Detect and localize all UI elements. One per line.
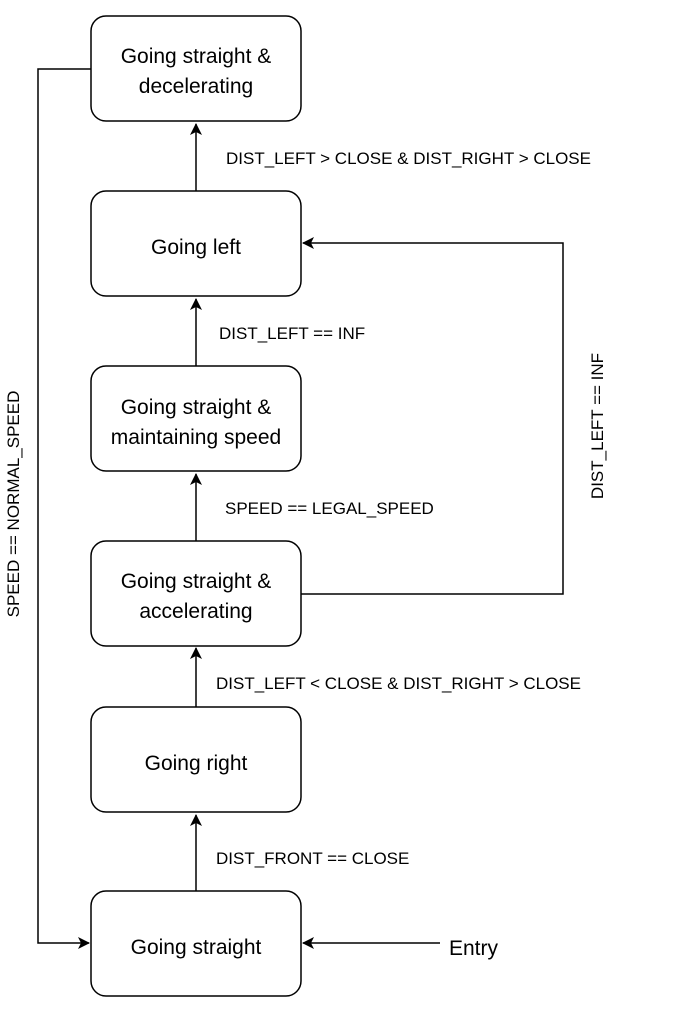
state-label: Going left [151, 236, 241, 259]
state-going-straight-maintaining-speed: Going straight & maintaining speed [90, 365, 302, 472]
state-label-line1: Going straight & [121, 45, 272, 68]
transition-label-decelerating-to-straight: SPEED == NORMAL_SPEED [4, 391, 23, 618]
edge-accelerating-to-left [301, 237, 564, 595]
transition-label-accelerating-to-left: DIST_LEFT == INF [588, 353, 607, 499]
transition-label-accelerating-to-maintaining: SPEED == LEGAL_SPEED [225, 499, 434, 518]
state-going-straight-decelerating: Going straight & decelerating [90, 15, 302, 122]
state-label: Going right [145, 752, 248, 775]
transition-label-right-to-accelerating: DIST_LEFT < CLOSE & DIST_RIGHT > CLOSE [216, 674, 581, 693]
state-label-line2: accelerating [139, 600, 252, 623]
state-label-line2: decelerating [139, 75, 253, 98]
edge-decelerating-to-straight [37, 68, 91, 949]
transition-label-straight-to-right: DIST_FRONT == CLOSE [216, 849, 409, 868]
state-going-straight-accelerating: Going straight & accelerating [90, 540, 302, 647]
state-going-left: Going left [90, 190, 302, 297]
state-going-right: Going right [90, 706, 302, 813]
state-going-straight: Going straight [90, 890, 302, 997]
transition-label-maintaining-to-left: DIST_LEFT == INF [219, 324, 365, 343]
entry-label: Entry [449, 937, 499, 960]
state-label-line2: maintaining speed [111, 426, 281, 449]
state-label-line1: Going straight & [121, 396, 272, 419]
transition-label-left-to-decelerating: DIST_LEFT > CLOSE & DIST_RIGHT > CLOSE [226, 149, 591, 168]
state-label-line1: Going straight & [121, 570, 272, 593]
state-label: Going straight [131, 936, 262, 959]
